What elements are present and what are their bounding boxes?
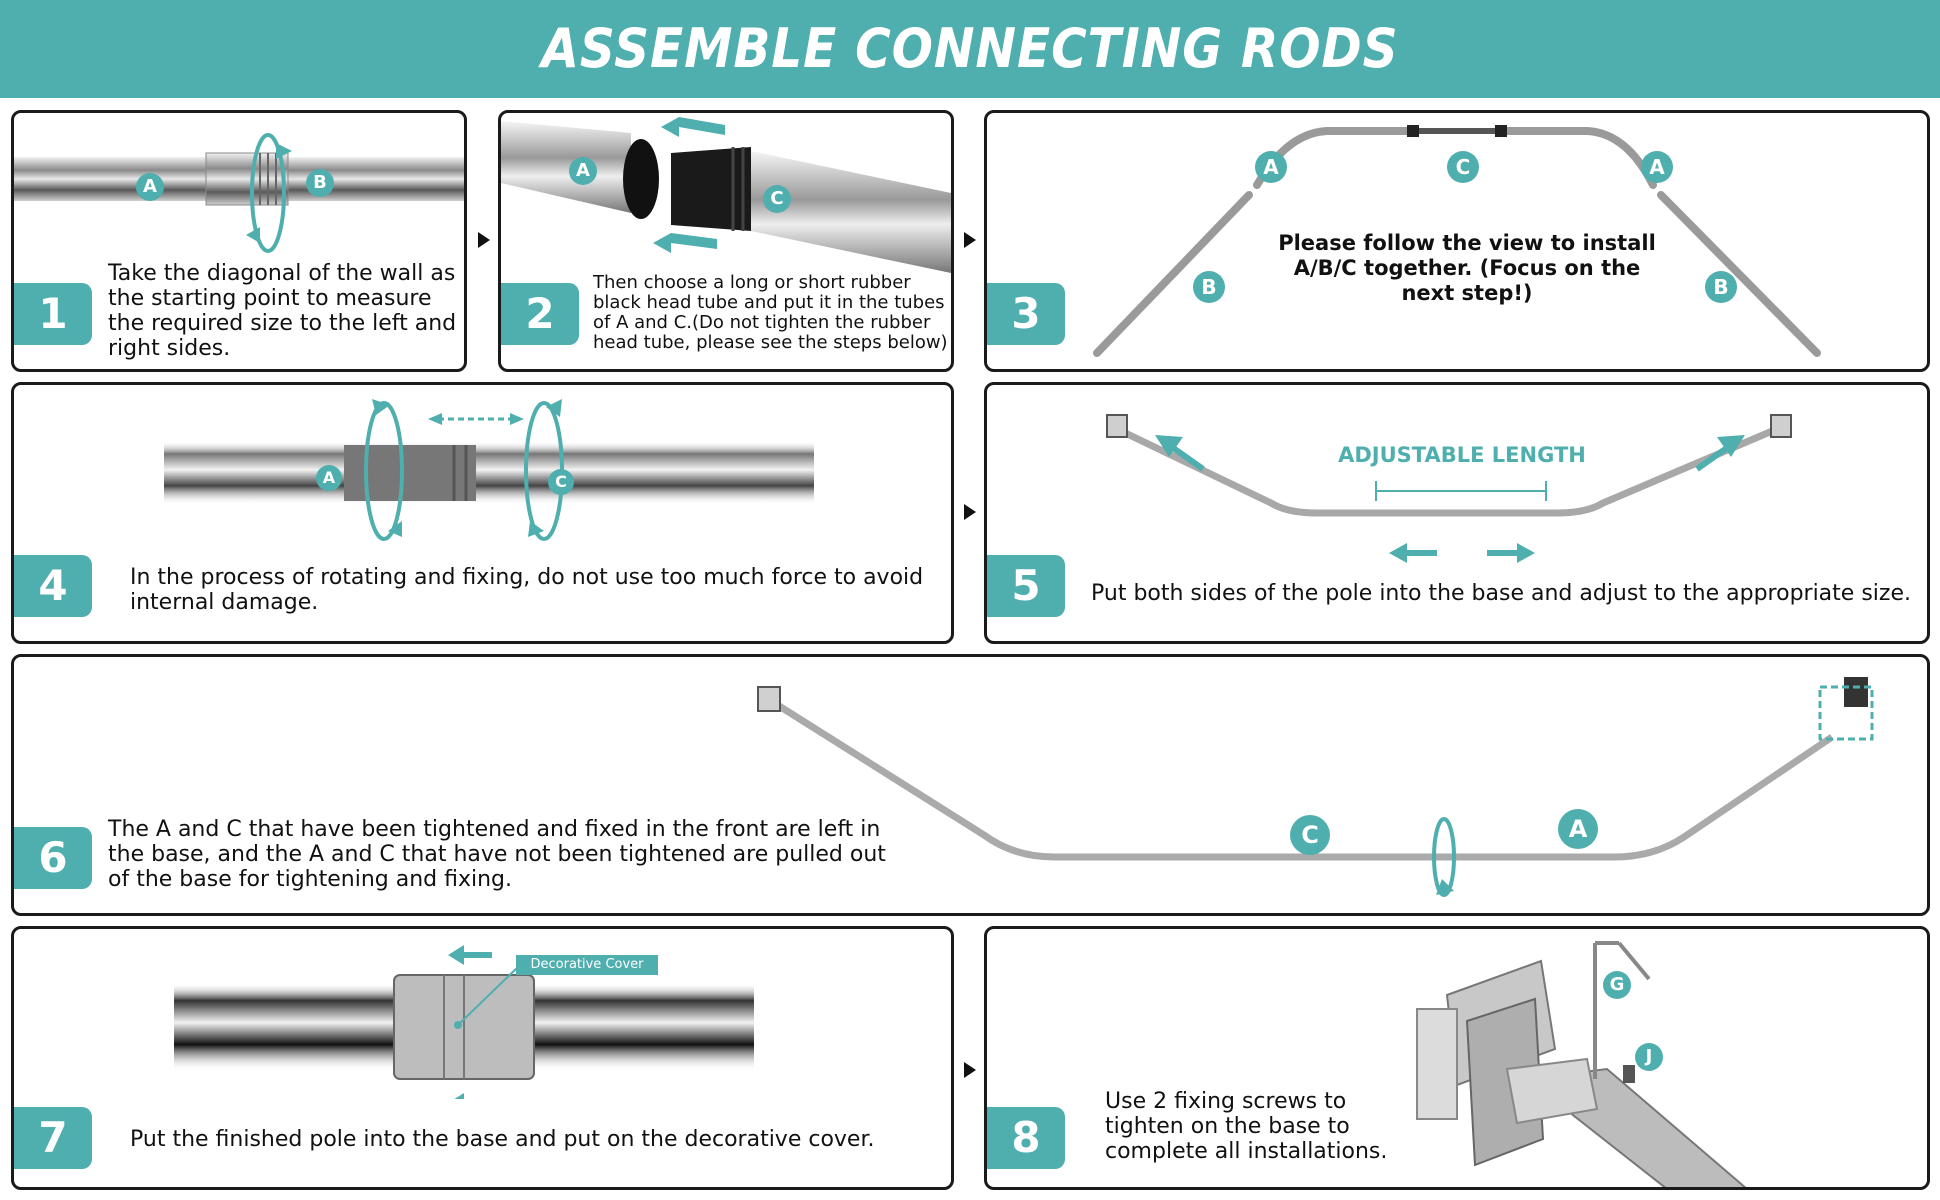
step-6-illustration (757, 677, 1874, 897)
label-a: A (316, 465, 342, 491)
step-2-panel: A C 2 Then choose a long or short rubber… (498, 110, 954, 372)
step-number: 1 (14, 283, 92, 345)
step-8-illustration (1416, 941, 1747, 1187)
step-5-text: Put both sides of the pole into the base… (1091, 581, 1911, 606)
step-number: 5 (987, 555, 1065, 617)
step-7-text: Put the finished pole into the base and … (130, 1127, 875, 1152)
step-1-illustration (14, 133, 464, 253)
label-c: C (1290, 815, 1330, 855)
label-b: B (1705, 271, 1737, 303)
adjustable-length-label: ADJUSTABLE LENGTH (1338, 443, 1586, 467)
next-arrow-icon (964, 504, 976, 520)
step-number: 8 (987, 1107, 1065, 1169)
label-b: B (1193, 271, 1225, 303)
step-8-text: Use 2 fixing screws to tighten on the ba… (1105, 1089, 1388, 1164)
step-number: 4 (14, 555, 92, 617)
label-j: J (1635, 1043, 1663, 1071)
next-arrow-icon (478, 232, 490, 248)
label-c: C (1447, 151, 1479, 183)
step-3-panel: A C A B B 3 Please follow the view to in… (984, 110, 1930, 372)
label-a: A (1558, 809, 1598, 849)
step-6-panel: C A 6 The A and C that have been tighten… (11, 654, 1930, 916)
step-number: 7 (14, 1107, 92, 1169)
next-arrow-icon (964, 232, 976, 248)
step-4-illustration (164, 399, 814, 541)
decorative-cover-label: Decorative Cover (516, 955, 658, 975)
step-8-panel: G J 8 Use 2 fixing screws to tighten on … (984, 926, 1930, 1190)
step-number: 6 (14, 827, 92, 889)
step-1-text: Take the diagonal of the wall as the sta… (108, 261, 457, 361)
label-a: A (1255, 151, 1287, 183)
step-7-panel: Decorative Cover 7 Put the finished pole… (11, 926, 954, 1190)
step-4-text: In the process of rotating and fixing, d… (130, 565, 924, 615)
label-c: C (548, 469, 574, 495)
page-title: ASSEMBLE CONNECTING RODS (541, 17, 1399, 80)
step-4-panel: A C 4 In the process of rotating and fix… (11, 382, 954, 644)
label-a: A (569, 157, 597, 185)
next-arrow-icon (964, 1062, 976, 1078)
label-b: B (306, 169, 334, 197)
step-5-illustration (1106, 414, 1792, 563)
step-2-text: Then choose a long or short rubber black… (593, 272, 948, 353)
step-2-illustration (501, 117, 951, 273)
label-g: G (1603, 971, 1631, 999)
label-c: C (763, 185, 791, 213)
step-5-panel: ADJUSTABLE LENGTH 5 Put both sides of th… (984, 382, 1930, 644)
step-1-panel: A B 1 Take the diagonal of the wall as t… (11, 110, 467, 372)
header-bar: ASSEMBLE CONNECTING RODS (0, 0, 1940, 98)
label-a: A (1641, 151, 1673, 183)
label-a: A (136, 173, 164, 201)
step-number: 2 (501, 283, 579, 345)
step-6-text: The A and C that have been tightened and… (108, 817, 886, 892)
step-7-illustration (174, 945, 754, 1099)
step-3-text: Please follow the view to install A/B/C … (1278, 231, 1656, 305)
step-number: 3 (987, 283, 1065, 345)
